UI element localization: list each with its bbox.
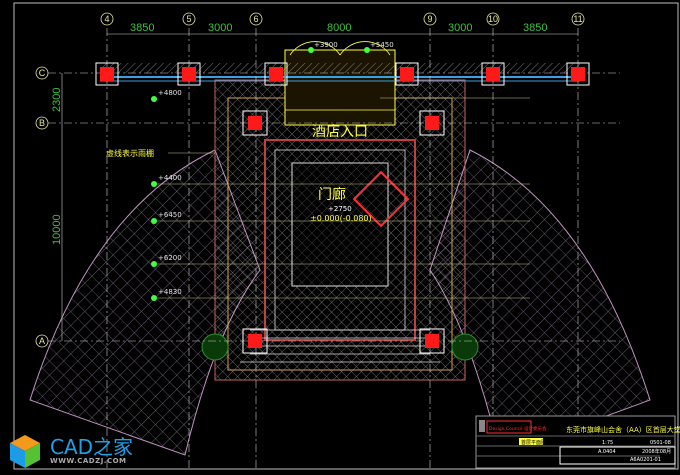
right-wing-paving — [429, 149, 651, 456]
dim-b-a: 10000 — [51, 214, 63, 245]
entrance-steps — [240, 329, 440, 363]
axis-b: B — [39, 118, 45, 128]
watermark-brand: CAD之家 — [50, 435, 134, 459]
dim-6-9: 8000 — [327, 22, 351, 34]
level-4400: +4400 — [158, 174, 182, 182]
title-sheet-code: A6A0201-01 — [630, 457, 661, 463]
title-scale: 1:75 — [602, 440, 613, 446]
level-5450: +5450 — [370, 41, 394, 49]
drawing-frame — [13, 2, 679, 470]
porch-label: 门廊 — [318, 186, 346, 203]
axis-a: A — [39, 336, 45, 346]
door-area — [284, 49, 396, 126]
hotel-entrance-label: 酒店入口 — [312, 124, 368, 140]
level-markers — [151, 47, 370, 301]
title-block — [475, 415, 676, 469]
axis-6: 6 — [253, 14, 258, 24]
title-date: 2008年08月 — [642, 448, 671, 455]
axis-10: 10 — [488, 14, 498, 24]
axis-5: 5 — [186, 14, 191, 24]
dim-4-5: 3850 — [130, 22, 154, 34]
level-6450: +6450 — [158, 211, 182, 219]
floor-medallion — [352, 170, 410, 228]
level-3900: +3900 — [314, 41, 338, 49]
front-wall — [100, 63, 580, 73]
title-drawing-no: 0501-08 — [650, 440, 671, 446]
plant-left — [201, 333, 229, 361]
dim-c-b: 2300 — [51, 88, 63, 112]
axis-bubbles-top — [35, 12, 585, 348]
cadzj-logo-icon — [10, 435, 40, 468]
watermark: CAD之家 WWW.CADZJ.COM — [6, 432, 133, 470]
axis-c: C — [39, 68, 46, 78]
level-4830: +4830 — [158, 288, 182, 296]
porch-level: +2750 — [328, 205, 352, 213]
canopy-note: 虚线表示雨棚 — [106, 148, 154, 158]
dim-9-10: 3000 — [448, 22, 472, 34]
title-company: Design Council 设计委员会 — [489, 425, 547, 432]
axis-9: 9 — [427, 14, 432, 24]
plant-right — [451, 333, 479, 361]
grid-lines — [48, 28, 620, 470]
axis-4: 4 — [104, 14, 109, 24]
dim-10-11: 3850 — [523, 22, 547, 34]
porch-elevation: ±0.000(-0.080) — [310, 214, 372, 223]
title-revision: A.0404 — [598, 449, 616, 455]
level-4800: +4800 — [158, 89, 182, 97]
level-6200: +6200 — [158, 254, 182, 262]
dim-5-6: 3000 — [208, 22, 232, 34]
watermark-url: WWW.CADZJ.COM — [50, 457, 127, 465]
axis-11: 11 — [573, 14, 582, 24]
pillars — [95, 62, 590, 354]
title-project: 东莞市旗峰山会舍（AA）区首层大堂铺装 — [566, 425, 680, 434]
title-drawing-name: 首层平面图 — [521, 439, 546, 446]
